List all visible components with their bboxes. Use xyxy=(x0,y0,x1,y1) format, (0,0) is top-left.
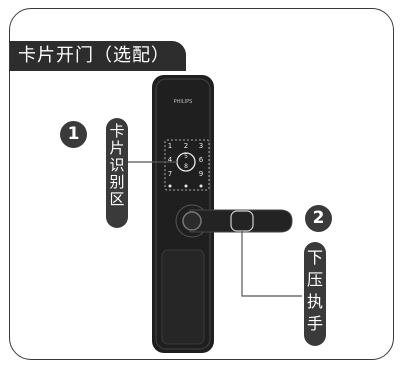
callout-label-2: 下压执手 xyxy=(304,242,326,346)
handle-lever xyxy=(189,209,293,233)
svg-text:1: 1 xyxy=(168,142,172,150)
svg-text:8: 8 xyxy=(184,163,188,170)
callout-label-1: 卡片识别区 xyxy=(106,118,128,228)
keypad: 1 2 3 4 6 7 9 xyxy=(168,142,204,188)
svg-text:9: 9 xyxy=(199,170,203,178)
callout-number-2: 2 xyxy=(305,205,332,232)
svg-text:7: 7 xyxy=(168,170,172,178)
svg-text:5: 5 xyxy=(184,153,188,160)
svg-text:3: 3 xyxy=(199,142,203,150)
svg-text:2: 2 xyxy=(184,142,188,150)
brand-text: PHILIPS xyxy=(174,99,193,105)
svg-text:6: 6 xyxy=(199,156,204,164)
callout-number-1: 1 xyxy=(60,121,87,148)
card-area-outline xyxy=(164,139,210,191)
leader-line-2 xyxy=(241,231,302,297)
section-title: 卡片开门（选配） xyxy=(10,41,186,71)
svg-text:4: 4 xyxy=(168,156,173,164)
